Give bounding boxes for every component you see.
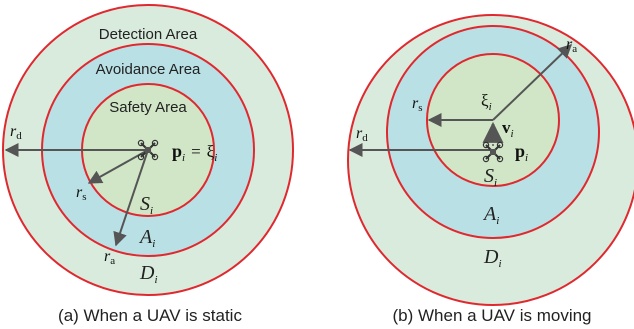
right-rs-symbol: rs <box>412 95 423 114</box>
right-ra-arrow <box>492 44 573 121</box>
left-avoidance-label: Avoidance Area <box>96 61 201 78</box>
right-panel: ra rs rd ξi vi pi Si Ai Di (b) When a UA… <box>347 14 634 325</box>
right-ra-symbol: ra <box>566 36 577 55</box>
right-S-symbol: Si <box>484 165 497 189</box>
left-uav-icon <box>137 139 159 161</box>
right-D-symbol: Di <box>483 246 502 270</box>
right-xi-symbol: ξi <box>481 91 492 113</box>
left-panel: Detection Area Avoidance Area Safety Are… <box>2 4 294 325</box>
left-safety-label: Safety Area <box>109 99 187 116</box>
left-rd-symbol: rd <box>10 123 22 142</box>
right-A-symbol: Ai <box>482 203 499 227</box>
left-detection-label: Detection Area <box>99 26 198 43</box>
right-v-symbol: vi <box>502 118 514 140</box>
left-ra-symbol: ra <box>104 248 115 267</box>
right-rd-symbol: rd <box>356 125 368 144</box>
left-D-symbol: Di <box>139 262 158 286</box>
left-A-symbol: Ai <box>138 226 155 250</box>
left-p-equals-xi: pi=ξi <box>172 141 217 164</box>
left-rs-arrow <box>87 149 149 184</box>
right-caption: (b) When a UAV is moving <box>392 306 591 325</box>
left-rs-symbol: rs <box>76 184 87 203</box>
left-ra-arrow <box>113 149 149 247</box>
left-caption: (a) When a UAV is static <box>58 306 242 325</box>
left-S-symbol: Si <box>140 193 153 217</box>
right-p-symbol: pi <box>515 141 528 164</box>
right-uav-icon <box>482 141 504 163</box>
